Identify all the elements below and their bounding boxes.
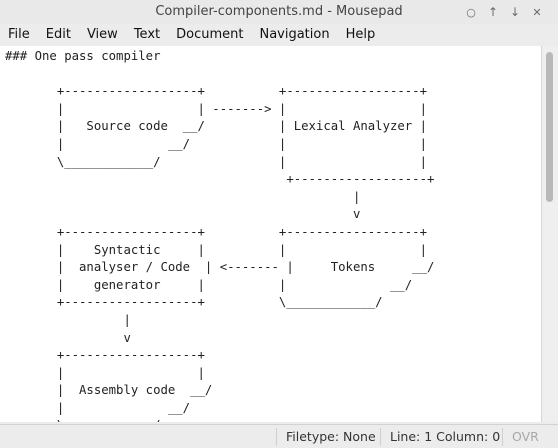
status-separator <box>502 428 503 446</box>
menu-edit[interactable]: Edit <box>45 27 71 42</box>
window-controls: ○ ↑ ↓ ✕ <box>460 2 548 22</box>
window-title: Compiler-components.md - Mousepad <box>155 4 403 19</box>
menu-document[interactable]: Document <box>176 27 244 42</box>
restore-button[interactable]: ↓ <box>504 2 526 22</box>
menu-text[interactable]: Text <box>133 27 161 42</box>
filetype-status[interactable]: Filetype: None <box>286 429 376 444</box>
status-separator <box>276 428 277 446</box>
menu-bar: File Edit View Text Document Navigation … <box>0 24 558 46</box>
text-editor-area[interactable]: ### One pass compiler +-----------------… <box>0 46 541 422</box>
close-icon: ✕ <box>532 5 542 19</box>
menu-navigation[interactable]: Navigation <box>259 27 330 42</box>
status-separator <box>380 428 381 446</box>
circle-icon: ○ <box>466 5 476 19</box>
menu-view[interactable]: View <box>86 27 118 42</box>
minimize-button[interactable]: ○ <box>460 2 482 22</box>
up-arrow-icon: ↑ <box>487 5 499 19</box>
menu-help[interactable]: Help <box>345 27 376 42</box>
scrollbar-thumb[interactable] <box>546 52 553 202</box>
overwrite-mode-indicator: OVR <box>512 429 539 444</box>
editor-content[interactable]: ### One pass compiler +-----------------… <box>5 49 435 422</box>
cursor-position: Line: 1 Column: 0 <box>390 429 501 444</box>
menu-file[interactable]: File <box>8 27 30 42</box>
vertical-scrollbar[interactable] <box>541 46 558 422</box>
title-bar[interactable]: Compiler-components.md - Mousepad ○ ↑ ↓ … <box>0 0 558 24</box>
close-button[interactable]: ✕ <box>526 2 548 22</box>
maximize-button[interactable]: ↑ <box>482 2 504 22</box>
down-arrow-icon: ↓ <box>509 5 521 19</box>
status-bar: Filetype: None Line: 1 Column: 0 OVR <box>0 424 558 448</box>
